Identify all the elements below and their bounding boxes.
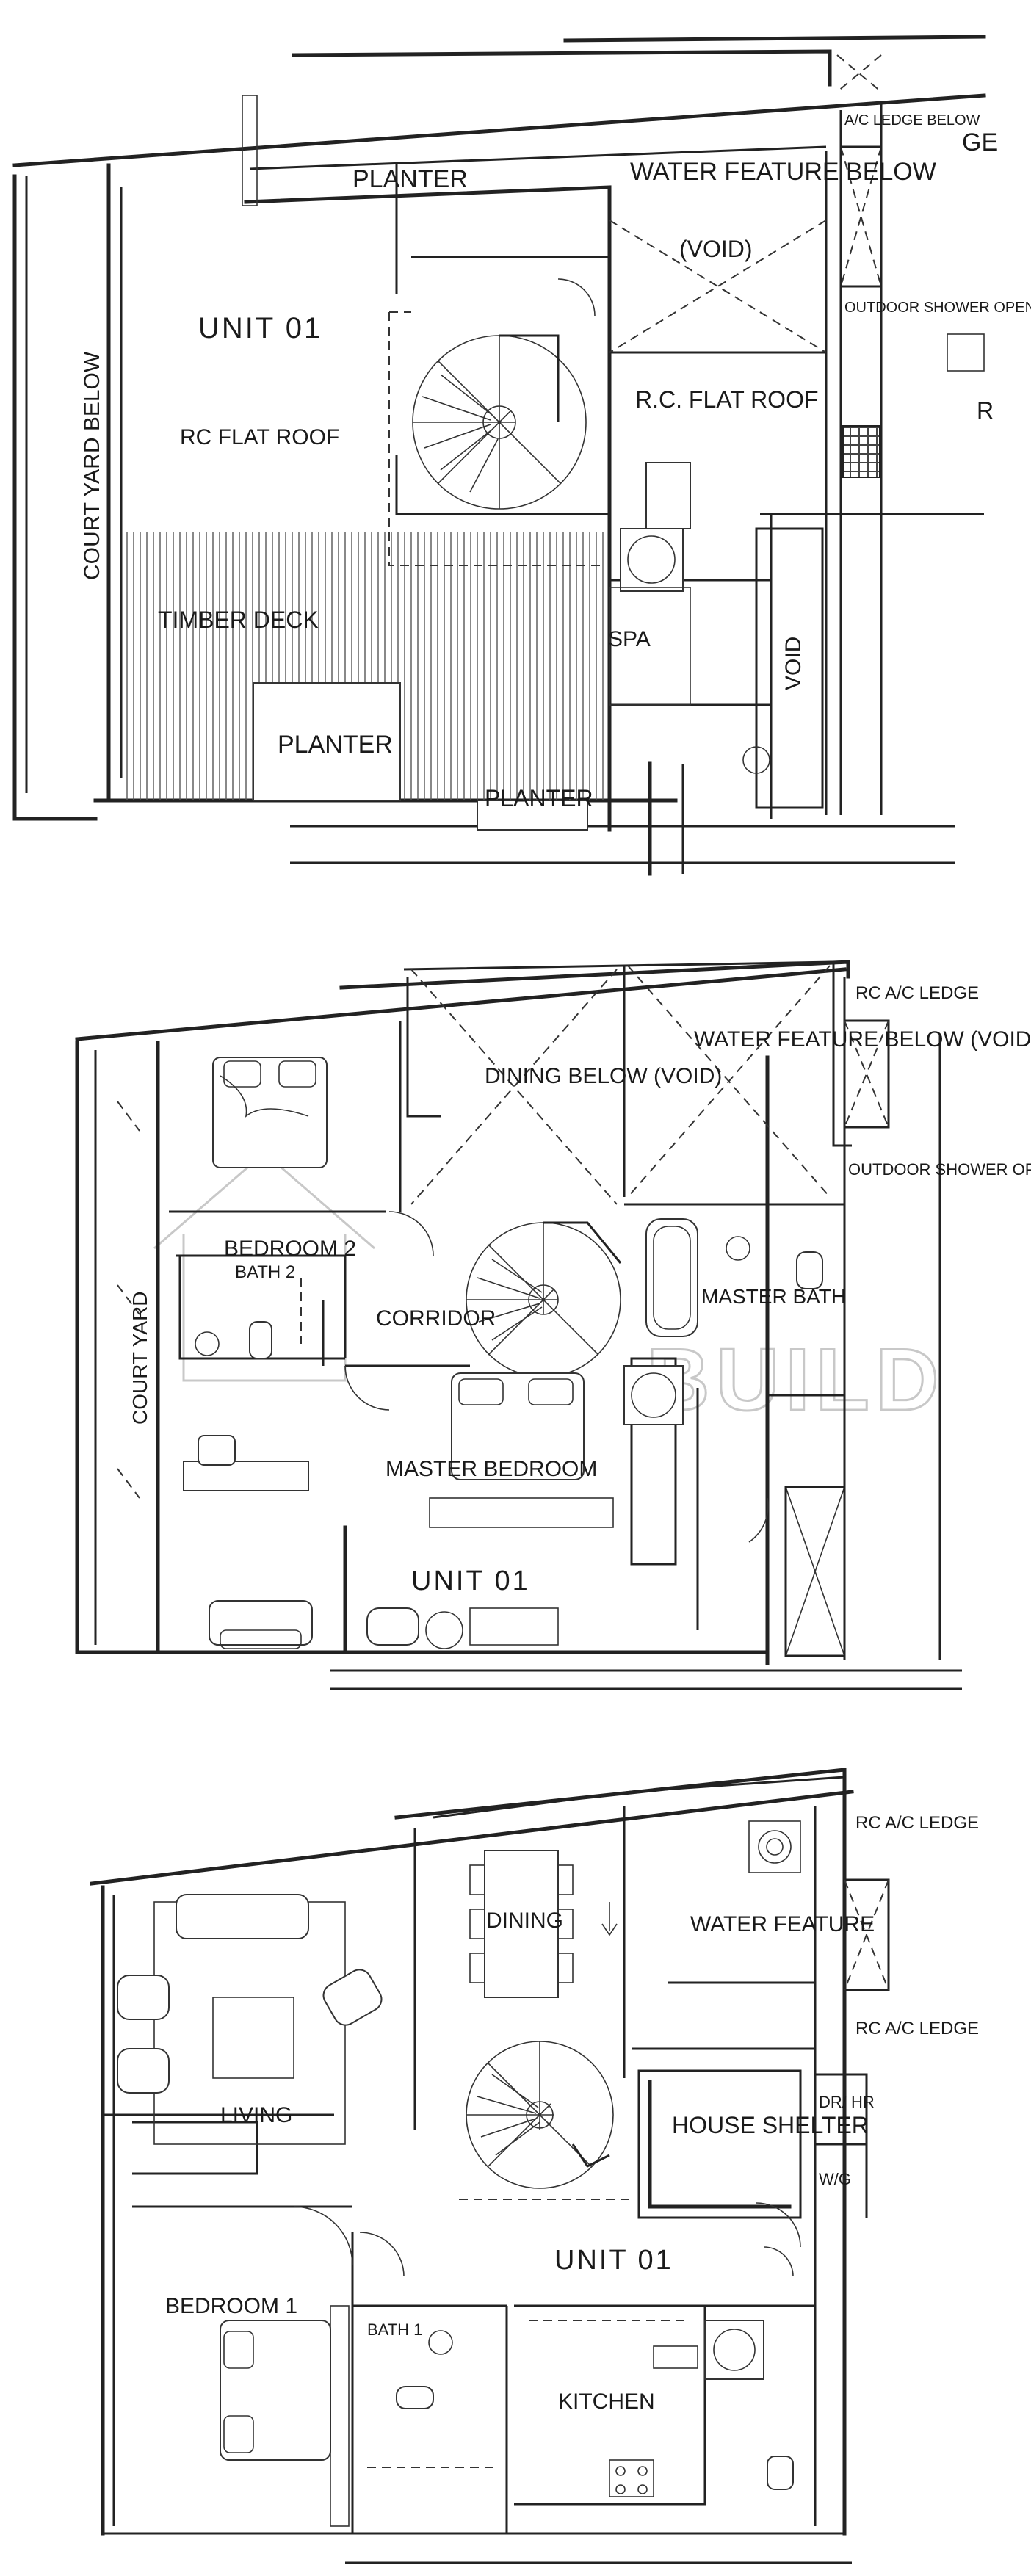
label-rc-flat-roof-left: RC FLAT ROOF bbox=[180, 425, 339, 449]
label-void-roof: (VOID) bbox=[679, 236, 753, 262]
watermark: BUILD bbox=[153, 1151, 945, 1430]
label-dining: DINING bbox=[486, 1909, 563, 1933]
label-water-feature-below: WATER FEATURE BELOW bbox=[630, 158, 936, 186]
label-dr-hr: DR/ HR bbox=[819, 2093, 875, 2111]
floor-plan-roof: COURT YARD BELOW PLANTER WATER FEATURE B… bbox=[12, 35, 1031, 876]
label-bath-1: BATH 1 bbox=[367, 2320, 422, 2339]
label-court-yard: COURT YARD bbox=[129, 1291, 151, 1425]
label-kitchen: KITCHEN bbox=[558, 2389, 655, 2414]
bed-master-bedroom bbox=[429, 1372, 614, 1528]
label-outdoor-shower-below: OUTDOOR SHOWER OPEN TO SKY BELOW bbox=[844, 300, 1031, 316]
label-planter-mid: PLANTER bbox=[278, 731, 393, 759]
label-planter-top: PLANTER bbox=[352, 165, 468, 193]
label-ac-ledge-below: A/C LEDGE BELOW bbox=[844, 112, 980, 129]
label-outdoor-shower: OUTDOOR SHOWER OPEN TO SKY bbox=[848, 1160, 1031, 1179]
label-house-shelter: HOUSE SHELTER bbox=[672, 2112, 869, 2138]
spiral-staircase-lower bbox=[466, 2041, 614, 2189]
label-planter-bottom: PLANTER bbox=[485, 785, 593, 811]
label-master-bath: MASTER BATH bbox=[701, 1285, 846, 1308]
label-unit-lower: UNIT 01 bbox=[554, 2245, 673, 2276]
label-rc-ac-ledge-bottom: RC A/C LEDGE bbox=[855, 2019, 979, 2038]
label-spa: SPA bbox=[608, 627, 651, 651]
label-living: LIVING bbox=[220, 2103, 292, 2127]
label-unit-roof: UNIT 01 bbox=[198, 312, 322, 344]
dining-table bbox=[469, 1850, 574, 1998]
label-r: R bbox=[977, 397, 994, 424]
label-bedroom-2: BEDROOM 2 bbox=[224, 1237, 356, 1261]
label-unit-upper: UNIT 01 bbox=[411, 1566, 530, 1596]
label-wg: W/G bbox=[819, 2170, 851, 2188]
label-dining-below: DINING BELOW (VOID) bbox=[485, 1064, 722, 1088]
label-void-right: VOID bbox=[781, 637, 806, 690]
label-rc-ac-ledge-top: RC A/C LEDGE bbox=[855, 1813, 979, 1833]
label-bath-2: BATH 2 bbox=[235, 1262, 295, 1282]
spiral-staircase bbox=[412, 334, 587, 510]
label-rc-flat-roof-right: R.C. FLAT ROOF bbox=[635, 386, 819, 413]
label-court-yard-below: COURT YARD BELOW bbox=[80, 351, 104, 580]
watermark-text: BUILD bbox=[646, 1331, 945, 1429]
label-master-bedroom: MASTER BEDROOM bbox=[386, 1457, 597, 1481]
living-furniture bbox=[117, 1894, 383, 2145]
label-water-feature: WATER FEATURE bbox=[690, 1912, 875, 1936]
label-ge: GE bbox=[962, 129, 998, 156]
label-corridor: CORRIDOR bbox=[376, 1306, 496, 1331]
floor-plan-upper: RC A/C LEDGE DINING BELOW (VOID) WATER F… bbox=[75, 960, 1031, 1690]
spiral-staircase-upper bbox=[466, 1221, 622, 1378]
floor-plan-lower: RC A/C LEDGE DINING WATER FEATURE RC A/C… bbox=[90, 1768, 979, 2564]
label-bedroom-1: BEDROOM 1 bbox=[165, 2294, 297, 2318]
label-water-feature-below-upper: WATER FEATURE BELOW (VOID) bbox=[694, 1027, 1031, 1052]
label-timber-deck: TIMBER DECK bbox=[158, 607, 319, 633]
label-rc-ac-ledge-upper: RC A/C LEDGE bbox=[855, 983, 979, 1003]
bed-bedroom-1 bbox=[220, 2320, 331, 2461]
bed-bedroom-2 bbox=[212, 1057, 328, 1168]
